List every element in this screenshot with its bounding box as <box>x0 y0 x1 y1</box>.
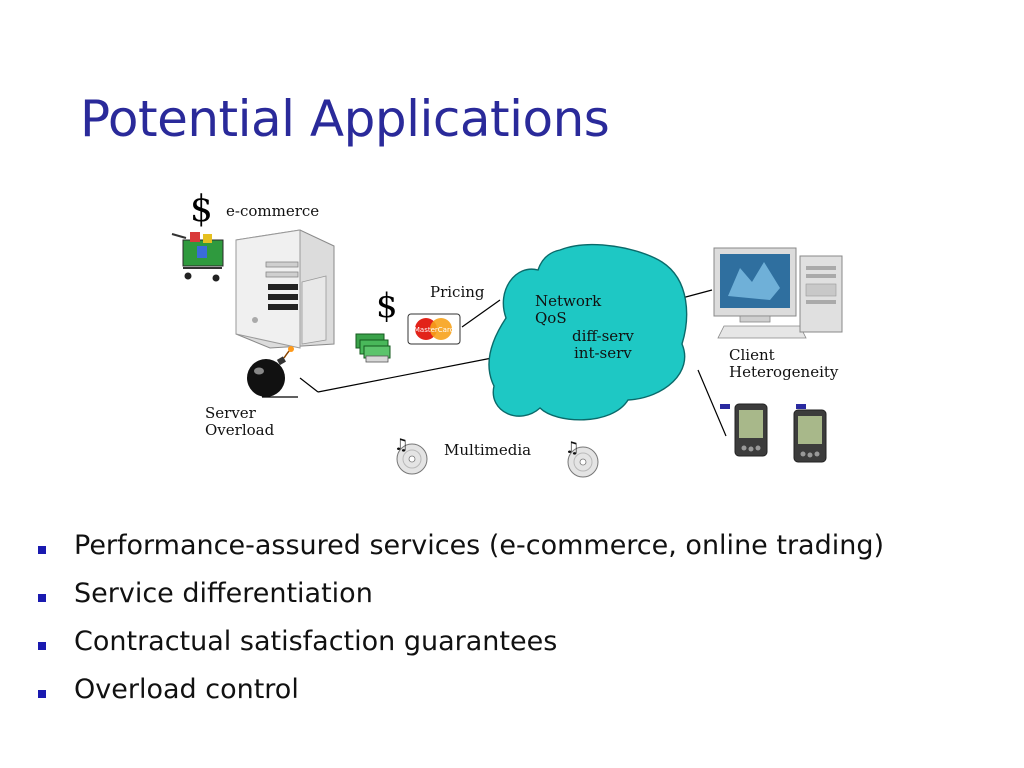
connection-lines <box>262 289 727 437</box>
credit-card-icon: MasterCard <box>407 313 461 345</box>
multimedia-label: Multimedia <box>444 441 531 459</box>
diff-serv-label: diff-serv <box>572 327 634 345</box>
server-tower-icon <box>235 229 335 349</box>
network-cloud <box>488 244 688 421</box>
pricing-label: Pricing <box>430 283 485 301</box>
server-to-network-line <box>299 377 319 393</box>
pricing-to-network-line <box>461 299 501 328</box>
bullet-text: Overload control <box>74 674 299 705</box>
bullet-marker <box>38 642 46 650</box>
network-diagram: Network QoS diff-serv int-serv $ e-comme… <box>171 189 843 478</box>
client-label: Client <box>729 346 775 364</box>
network-label: Network <box>535 292 602 310</box>
bullet-item: Performance-assured services (e-commerce… <box>36 530 884 578</box>
bullet-marker <box>38 546 46 554</box>
cd-music-icon: ♫ <box>394 435 428 475</box>
bullet-text: Contractual satisfaction guarantees <box>74 626 558 657</box>
money-stack-icon <box>355 333 391 363</box>
bullet-list: Performance-assured services (e-commerce… <box>36 530 884 722</box>
bullet-text: Service differentiation <box>74 578 373 609</box>
bullet-marker <box>38 594 46 602</box>
bomb-icon <box>247 346 294 397</box>
dollar-sign-icon: $ <box>190 189 213 230</box>
bullet-item: Service differentiation <box>36 578 884 626</box>
qos-label: QoS <box>535 309 567 327</box>
cd-music-icon-2: ♫ <box>565 438 599 478</box>
network-to-pda-line <box>697 369 727 437</box>
bullet-item: Overload control <box>36 674 884 722</box>
overload-label: Overload <box>205 421 275 439</box>
slide-title: Potential Applications <box>80 90 610 148</box>
bullet-item: Contractual satisfaction guarantees <box>36 626 884 674</box>
bullet-marker <box>38 690 46 698</box>
handheld-pda-icon <box>720 403 768 457</box>
server-label: Server <box>205 404 257 422</box>
svg-text:♫: ♫ <box>565 438 579 457</box>
int-serv-label: int-serv <box>574 344 632 362</box>
ecommerce-label: e-commerce <box>226 202 319 220</box>
heterogeneity-label: Heterogeneity <box>729 363 839 381</box>
pricing-dollar-icon: $ <box>376 286 398 326</box>
svg-text:♫: ♫ <box>394 435 408 454</box>
handheld-pda-icon-2 <box>793 404 827 463</box>
desktop-computer-icon <box>713 247 843 339</box>
network-to-client-line <box>681 289 713 299</box>
shopping-cart-icon <box>171 232 224 282</box>
bullet-text: Performance-assured services (e-commerce… <box>74 530 885 561</box>
card-brand-label: MasterCard <box>414 326 454 334</box>
server-to-network-line-2 <box>317 357 493 393</box>
